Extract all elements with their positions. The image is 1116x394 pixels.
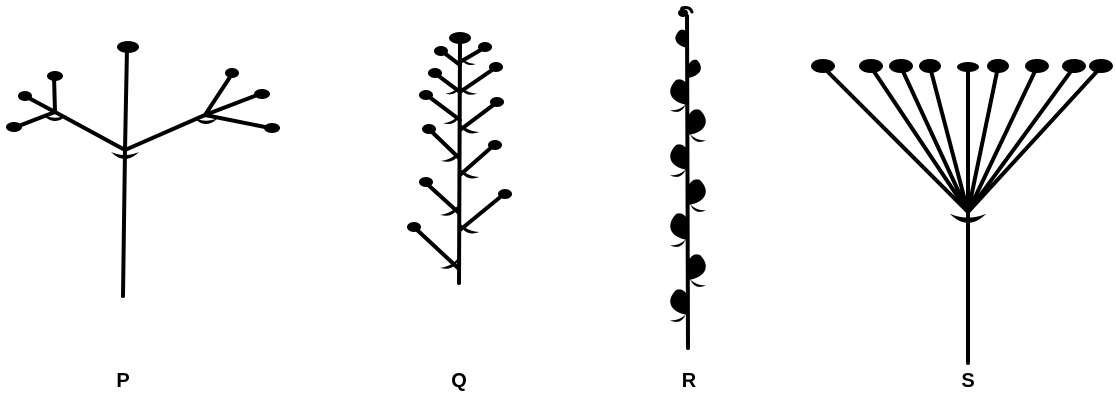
- p-flower: [254, 89, 270, 99]
- panel-label-s: S: [961, 370, 974, 392]
- panel-q: [415, 40, 504, 283]
- panel-p: [16, 48, 270, 296]
- p-left-pedicel: [54, 76, 55, 112]
- q-pedicel: [415, 228, 458, 268]
- p-flower: [264, 123, 280, 133]
- p-right-pedicel: [205, 115, 270, 128]
- q-flower: [419, 90, 433, 100]
- r-bract: [670, 315, 687, 325]
- s-ray: [968, 67, 1101, 212]
- s-flower: [1025, 59, 1049, 73]
- p-center-pedicel: [125, 48, 127, 150]
- q-flower: [419, 177, 433, 187]
- q-pedicel: [430, 130, 459, 158]
- p-flower: [47, 71, 63, 81]
- q-pedicel: [460, 103, 496, 130]
- r-bract: [670, 105, 687, 115]
- p-flower: [117, 41, 139, 53]
- r-flower: [688, 179, 706, 205]
- p-main-axis: [123, 150, 125, 296]
- s-flower: [1089, 59, 1113, 73]
- s-flower: [957, 62, 979, 72]
- s-flower: [1062, 59, 1086, 73]
- q-flower: [428, 68, 442, 78]
- r-flower: [670, 213, 688, 240]
- p-left-branch: [55, 112, 125, 150]
- q-pedicel: [428, 96, 460, 120]
- r-bract: [689, 280, 706, 290]
- s-flower: [859, 59, 883, 73]
- r-bract: [670, 170, 687, 180]
- panel-label-r: R: [682, 370, 697, 392]
- r-flower: [688, 60, 701, 78]
- q-pedicel: [460, 68, 495, 92]
- r-flower: [688, 254, 706, 280]
- panel-s: [823, 67, 1101, 363]
- q-pedicel: [460, 194, 504, 230]
- s-flower: [987, 59, 1009, 73]
- q-flower: [422, 124, 436, 134]
- q-flower: [489, 62, 503, 72]
- s-ray: [823, 67, 968, 212]
- s-ray: [968, 67, 1037, 212]
- s-flower: [919, 59, 941, 73]
- q-flower: [478, 42, 492, 52]
- q-flower: [449, 32, 471, 44]
- q-main-axis: [459, 40, 460, 283]
- r-flower: [670, 289, 688, 315]
- p-flower: [225, 68, 239, 78]
- q-flower: [498, 189, 512, 199]
- r-apex-flower: [678, 9, 688, 17]
- q-flower: [407, 222, 421, 232]
- panel-label-q: Q: [451, 370, 467, 392]
- r-bract: [689, 205, 706, 215]
- r-flower: [670, 144, 688, 170]
- q-pedicel: [426, 183, 459, 213]
- r-bract: [689, 135, 706, 145]
- p-right-branch: [125, 115, 205, 150]
- r-flower: [675, 30, 688, 48]
- p-flower: [18, 91, 32, 101]
- panel-label-p: P: [116, 370, 129, 392]
- q-flower: [490, 97, 504, 107]
- s-flower: [811, 59, 835, 73]
- s-flower: [889, 59, 913, 73]
- r-flower: [688, 109, 706, 135]
- r-bract: [670, 240, 687, 250]
- r-flower: [670, 79, 688, 105]
- q-flower: [488, 140, 502, 150]
- q-pedicel: [460, 145, 494, 175]
- s-ray: [871, 67, 968, 212]
- q-flower: [434, 46, 448, 56]
- p-flower: [6, 122, 22, 132]
